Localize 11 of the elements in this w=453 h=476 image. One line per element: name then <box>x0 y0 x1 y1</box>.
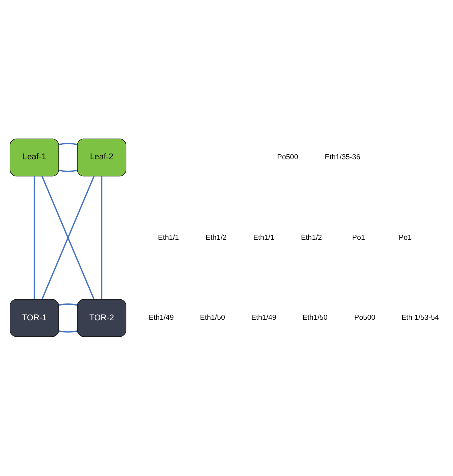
connector <box>34 176 36 300</box>
connector <box>101 176 103 300</box>
connector <box>58 304 78 306</box>
connector <box>58 143 78 146</box>
node-box: Leaf-2 <box>77 138 127 177</box>
node-box: TOR-1 <box>10 299 60 338</box>
connector <box>58 330 78 333</box>
connector <box>42 176 95 300</box>
node-box: Leaf-1 <box>10 138 60 177</box>
connector <box>58 170 78 172</box>
node-box: TOR-2 <box>77 299 127 338</box>
